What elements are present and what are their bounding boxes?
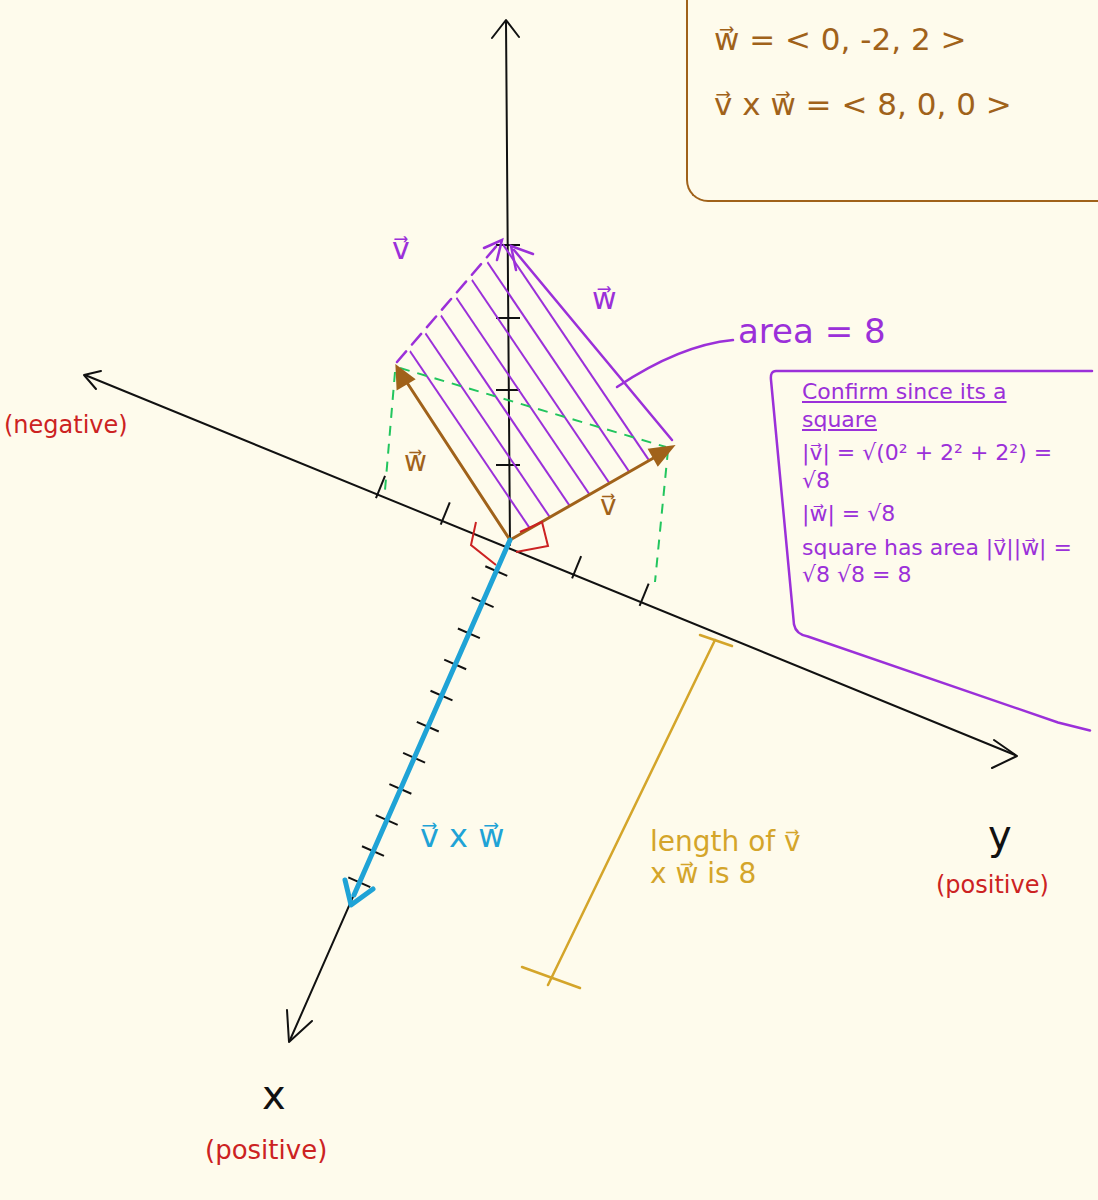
translated-vector xyxy=(397,242,500,362)
math-line: v⃗ x w⃗ = < 8, 0, 0 > xyxy=(714,85,1096,124)
area-hatching xyxy=(439,272,619,538)
callout-border xyxy=(771,371,1092,731)
callout-heading: Confirm since its a square xyxy=(802,378,1084,433)
cross-product-vector xyxy=(354,540,510,895)
right-angle-mark xyxy=(471,522,496,565)
z-axis xyxy=(506,22,510,545)
area-hatching xyxy=(498,238,678,504)
x-axis xyxy=(290,540,510,1040)
direction-label: (negative) xyxy=(4,412,128,440)
direction-label: (positive) xyxy=(936,872,1049,900)
arrowhead xyxy=(397,367,413,388)
math-line: |w⃗| = √8 xyxy=(802,500,1084,528)
axis-arrowhead xyxy=(992,740,1017,768)
vector-w xyxy=(402,375,510,540)
axis-arrowhead xyxy=(287,1010,312,1042)
bracket-cap xyxy=(700,635,732,646)
area-hatching xyxy=(419,284,599,550)
vector-label: v⃗ xyxy=(392,232,410,267)
direction-label: (positive) xyxy=(205,1136,327,1166)
length-note: length of v⃗ x w⃗ is 8 xyxy=(650,826,820,890)
math-line: w⃗ = < 0, -2, 2 > xyxy=(714,20,1096,59)
length-bracket xyxy=(548,640,715,985)
area-hatching xyxy=(479,249,659,515)
math-line: square has area |v⃗||w⃗| = √8 √8 = 8 xyxy=(802,534,1084,589)
vector-label: w⃗ xyxy=(592,282,617,317)
arrowhead xyxy=(484,240,502,260)
projection-line xyxy=(655,450,668,582)
axis-tick xyxy=(496,464,520,466)
bracket-cap xyxy=(522,967,580,988)
translated-vector xyxy=(514,250,672,440)
axis-arrowhead xyxy=(84,371,101,389)
vector-label: v⃗ xyxy=(600,490,617,522)
area-hatching xyxy=(400,295,580,561)
vector-label: w⃗ xyxy=(404,446,427,478)
arrowhead xyxy=(511,246,533,270)
arrowhead xyxy=(345,880,373,905)
right-angle-mark xyxy=(516,522,548,552)
arrowhead xyxy=(650,447,672,464)
axis-name: x xyxy=(262,1072,286,1118)
area-hatching xyxy=(380,307,560,573)
projection-line xyxy=(385,372,395,490)
axis-name: y xyxy=(988,812,1012,858)
vector-label: v⃗ x w⃗ xyxy=(420,818,504,855)
confirmation-callout: Confirm since its a square |v⃗| = √(0² + … xyxy=(768,368,1094,655)
leader-line xyxy=(617,340,733,387)
axis-arrowhead xyxy=(492,20,519,38)
area-hatching xyxy=(459,261,639,527)
given-vectors-box: w⃗ = < 0, -2, 2 > v⃗ x w⃗ = < 8, 0, 0 > xyxy=(686,0,1098,202)
math-line: |v⃗| = √(0² + 2² + 2²) = √8 xyxy=(802,439,1084,494)
area-label: area = 8 xyxy=(738,312,886,351)
